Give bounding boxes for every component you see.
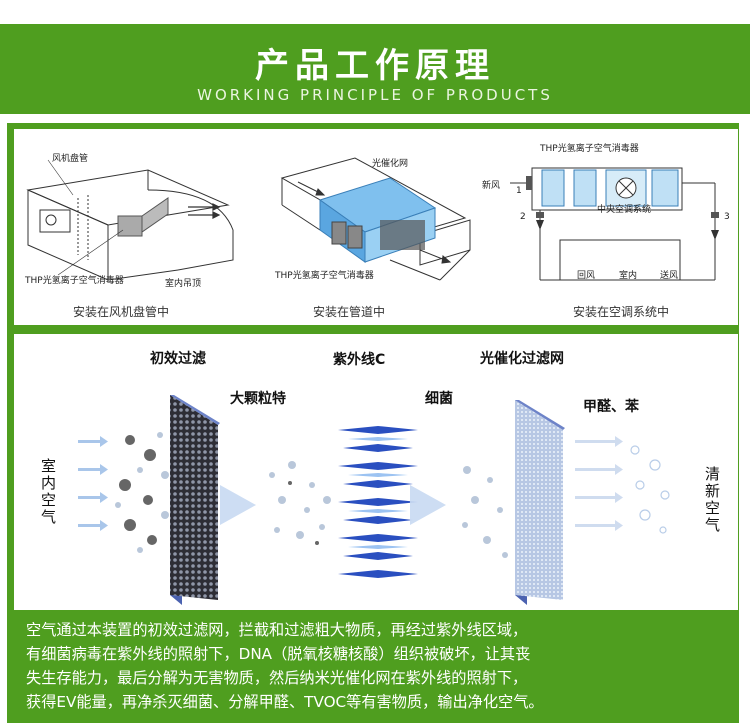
primary-filter bbox=[170, 395, 220, 605]
description-line-1: 空气通过本装置的初效过滤网，拦截和过滤粗大物质，再经过紫外线区域， bbox=[26, 621, 528, 639]
uvc-lamps bbox=[338, 426, 418, 578]
label-uvc: 紫外线C bbox=[333, 352, 386, 368]
description-line-4: 获得EV能量，再净杀灭细菌、分解甲醛、TVOC等有害物质，输出净化空气。 bbox=[26, 693, 544, 711]
label-formaldehyde-benzene: 甲醛、苯 bbox=[583, 399, 639, 415]
label-indoor: 室内 bbox=[619, 271, 638, 281]
label-num-2: 2 bbox=[520, 212, 526, 222]
label-clean-air: 清新空气 bbox=[703, 466, 721, 534]
flow-arrow-2 bbox=[410, 485, 446, 525]
page-subtitle: WORKING PRINCIPLE OF PRODUCTS bbox=[197, 86, 553, 104]
label-num-3: 3 bbox=[724, 212, 730, 222]
photocatalytic-filter bbox=[515, 400, 565, 605]
label-bacteria: 细菌 bbox=[425, 391, 453, 407]
ac-system-diagram bbox=[510, 167, 719, 281]
label-central-ac: 中央空调系统 bbox=[597, 205, 652, 215]
label-device-3: THP光氢离子空气消毒器 bbox=[540, 144, 639, 154]
description-line-3: 失生存能力，最后分解为无害物质，然后纳米光催化网在紫外线的照射下， bbox=[26, 669, 528, 687]
label-return-air: 回风 bbox=[577, 271, 596, 281]
header-banner bbox=[0, 24, 750, 114]
label-indoor-air: 室内空气 bbox=[39, 458, 57, 526]
duct-diagram bbox=[280, 157, 471, 281]
caption-ac-system: 安装在空调系统中 bbox=[573, 305, 670, 319]
label-supply-air: 送风 bbox=[660, 271, 679, 281]
label-photocatalytic-net: 光催化网 bbox=[372, 159, 409, 169]
label-num-1: 1 bbox=[516, 186, 522, 196]
description-text: 空气通过本装置的初效过滤网，拦截和过滤粗大物质，再经过紫外线区域， 有细菌病毒在… bbox=[26, 618, 736, 714]
bacteria-particles bbox=[462, 466, 508, 558]
label-device-2: THP光氢离子空气消毒器 bbox=[275, 271, 374, 281]
label-large-particles: 大颗粒特 bbox=[230, 391, 286, 407]
label-ceiling: 室内吊顶 bbox=[165, 279, 202, 289]
label-primary-filter: 初效过滤 bbox=[150, 351, 206, 367]
caption-duct: 安装在管道中 bbox=[313, 305, 386, 319]
label-photocatalytic-filter: 光催化过滤网 bbox=[480, 351, 564, 367]
flow-arrow-1 bbox=[220, 485, 256, 525]
incoming-air-arrows bbox=[78, 436, 108, 531]
page-title: 产品工作原理 bbox=[255, 46, 495, 86]
dirty-particles bbox=[115, 432, 169, 553]
outgoing-air-arrows bbox=[575, 436, 670, 534]
label-fan-coil: 风机盘管 bbox=[52, 154, 89, 164]
label-fresh-air: 新风 bbox=[482, 181, 501, 191]
fan-coil-diagram bbox=[26, 159, 234, 281]
caption-fan-coil: 安装在风机盘管中 bbox=[73, 305, 170, 319]
remaining-particles bbox=[269, 461, 331, 545]
description-line-2: 有细菌病毒在紫外线的照射下，DNA（脱氧核糖核酸）组织被破坏，让其丧 bbox=[26, 645, 531, 663]
label-device-1: THP光氢离子空气消毒器 bbox=[25, 276, 124, 286]
